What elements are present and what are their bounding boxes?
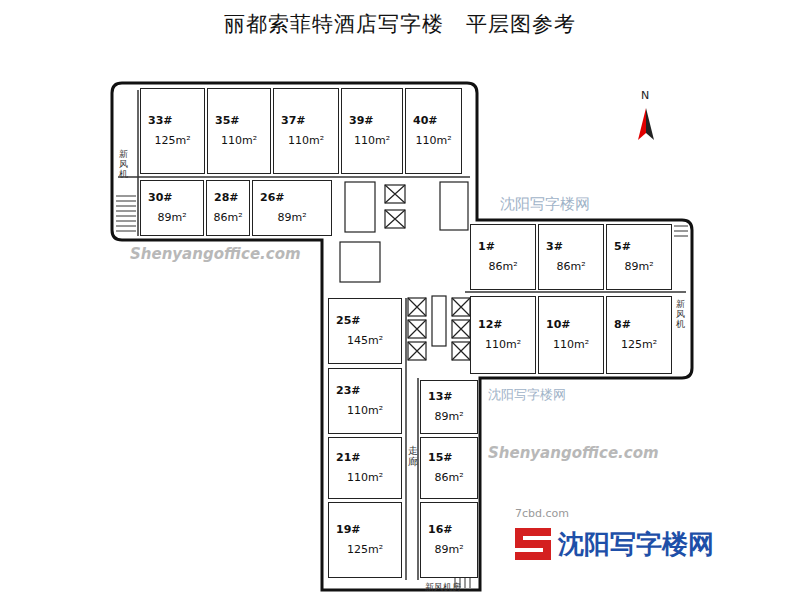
watermark: 7cbd.com bbox=[515, 508, 569, 520]
corridor-label: 走廊 bbox=[408, 445, 418, 467]
unit-number: 23# bbox=[335, 385, 362, 397]
logo-mark bbox=[515, 528, 551, 560]
unit-number: 33# bbox=[147, 115, 174, 127]
office-unit: 12# 110m² bbox=[470, 296, 536, 374]
office-unit: 15# 86m² bbox=[420, 437, 478, 499]
office-unit: 37# 110m² bbox=[273, 88, 339, 174]
unit-number: 13# bbox=[427, 391, 454, 403]
unit-number: 35# bbox=[214, 115, 241, 127]
office-unit: 40# 110m² bbox=[405, 88, 462, 174]
plan-title: 丽都索菲特酒店写字楼 平层图参考 bbox=[0, 10, 800, 38]
unit-area: 86m² bbox=[212, 212, 243, 224]
compass bbox=[638, 108, 654, 140]
unit-area: 125m² bbox=[153, 135, 191, 147]
unit-area: 125m² bbox=[620, 339, 658, 351]
office-unit: 23# 110m² bbox=[328, 368, 402, 434]
unit-number: 3# bbox=[545, 241, 564, 253]
unit-number: 1# bbox=[477, 241, 496, 253]
room-tag: 新风机 bbox=[676, 300, 685, 330]
unit-area: 110m² bbox=[346, 472, 384, 484]
unit-area: 89m² bbox=[623, 261, 654, 273]
unit-area: 89m² bbox=[156, 212, 187, 224]
unit-number: 21# bbox=[335, 452, 362, 464]
unit-number: 5# bbox=[613, 241, 632, 253]
unit-number: 8# bbox=[613, 319, 632, 331]
unit-number: 12# bbox=[477, 319, 504, 331]
unit-number: 19# bbox=[335, 524, 362, 536]
unit-number: 28# bbox=[213, 192, 240, 204]
unit-number: 40# bbox=[412, 115, 439, 127]
office-unit: 1# 86m² bbox=[470, 224, 536, 290]
unit-area: 110m² bbox=[220, 135, 258, 147]
unit-area: 89m² bbox=[276, 212, 307, 224]
watermark: 沈阳写字楼网 bbox=[488, 388, 566, 402]
unit-number: 39# bbox=[348, 115, 375, 127]
office-unit: 28# 86m² bbox=[206, 180, 250, 236]
unit-number: 26# bbox=[259, 192, 286, 204]
watermark: Shenyangoffice.com bbox=[130, 246, 301, 263]
unit-area: 110m² bbox=[414, 135, 452, 147]
unit-area: 89m² bbox=[433, 544, 464, 556]
room-tag: 新风机 bbox=[119, 150, 128, 180]
office-unit: 21# 110m² bbox=[328, 437, 402, 499]
office-unit: 26# 89m² bbox=[252, 180, 332, 236]
unit-area: 125m² bbox=[346, 544, 384, 556]
unit-area: 145m² bbox=[346, 335, 384, 347]
office-unit: 8# 125m² bbox=[606, 296, 672, 374]
unit-number: 15# bbox=[427, 452, 454, 464]
north-mark: N bbox=[641, 90, 649, 102]
office-unit: 13# 89m² bbox=[420, 380, 478, 434]
room-tag: 新风机房 bbox=[425, 583, 461, 593]
unit-number: 30# bbox=[147, 192, 174, 204]
unit-number: 37# bbox=[280, 115, 307, 127]
outer-wall bbox=[112, 83, 692, 590]
office-unit: 16# 89m² bbox=[420, 502, 478, 578]
unit-area: 89m² bbox=[433, 411, 464, 423]
office-unit: 33# 125m² bbox=[140, 88, 205, 174]
unit-area: 86m² bbox=[555, 261, 586, 273]
office-unit: 39# 110m² bbox=[341, 88, 403, 174]
unit-number: 10# bbox=[545, 319, 572, 331]
site-logo: 沈阳写字楼网 bbox=[558, 530, 714, 559]
unit-number: 16# bbox=[427, 524, 454, 536]
office-unit: 5# 89m² bbox=[606, 224, 672, 290]
unit-area: 86m² bbox=[433, 472, 464, 484]
unit-area: 110m² bbox=[287, 135, 325, 147]
unit-area: 110m² bbox=[552, 339, 590, 351]
unit-area: 110m² bbox=[484, 339, 522, 351]
unit-area: 110m² bbox=[353, 135, 391, 147]
watermark: 沈阳写字楼网 bbox=[500, 196, 590, 213]
office-unit: 10# 110m² bbox=[538, 296, 604, 374]
office-unit: 3# 86m² bbox=[538, 224, 604, 290]
unit-area: 86m² bbox=[487, 261, 518, 273]
office-unit: 35# 110m² bbox=[207, 88, 271, 174]
office-unit: 19# 125m² bbox=[328, 502, 402, 578]
office-unit: 30# 89m² bbox=[140, 180, 204, 236]
office-unit: 25# 145m² bbox=[328, 298, 402, 364]
unit-area: 110m² bbox=[346, 405, 384, 417]
watermark: Shenyangoffice.com bbox=[488, 445, 659, 462]
unit-number: 25# bbox=[335, 315, 362, 327]
